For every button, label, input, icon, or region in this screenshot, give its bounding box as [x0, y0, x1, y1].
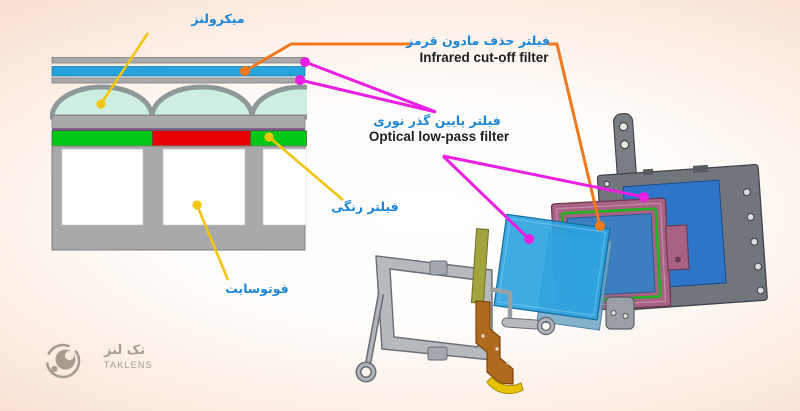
label-olpf-fa: فیلتر پایین گذر نوری — [373, 113, 501, 128]
photosite-well — [262, 148, 307, 226]
label-ir-filter-fa: فیلتر حذف مادون قرمز — [406, 33, 550, 48]
holder-bracket — [355, 228, 556, 395]
leader-dots-magenta — [295, 57, 649, 244]
planarization-line — [52, 128, 305, 131]
logo-wordmark-fa: تک لنز — [104, 343, 145, 358]
plate-screw-holes — [603, 180, 765, 295]
photosite-well — [162, 148, 246, 226]
lowpass-glass-front — [493, 213, 611, 321]
taklens-logo-mark — [45, 343, 81, 379]
microlens-base-strip — [51, 115, 306, 129]
logo-wordmark-en: TAKLENS — [104, 360, 153, 370]
leader-dots-orange — [240, 66, 605, 231]
lowpass-layer-bottom — [51, 77, 306, 84]
sensor-lug — [605, 296, 635, 330]
photosite-block — [51, 145, 307, 251]
leader-dots-yellow — [96, 99, 274, 210]
flex-cable — [475, 300, 514, 385]
label-ir-filter-en: Infrared cut-off filter — [419, 50, 549, 65]
leader-lines-yellow — [99, 32, 344, 281]
plate-notch — [642, 168, 654, 176]
label-color-filter: فیلتر رنگی — [331, 199, 399, 214]
red-filter — [152, 130, 251, 147]
leader-lines-orange — [244, 42, 602, 227]
plate-notch — [692, 164, 709, 173]
leader-lines-magenta — [299, 60, 645, 241]
sensor-cross-section — [50, 57, 307, 251]
label-photosite: فوتوسایت — [225, 281, 289, 296]
green-filter-left — [51, 130, 153, 147]
label-microlens: میکرولنز — [191, 11, 245, 26]
label-olpf-en: Optical low-pass filter — [368, 129, 510, 144]
photosite-well — [61, 148, 144, 226]
frame-tab — [665, 224, 690, 271]
ir-cutoff-layer — [51, 66, 306, 77]
exploded-sensor-3d — [355, 112, 768, 395]
flex-cable-tip — [486, 376, 524, 395]
